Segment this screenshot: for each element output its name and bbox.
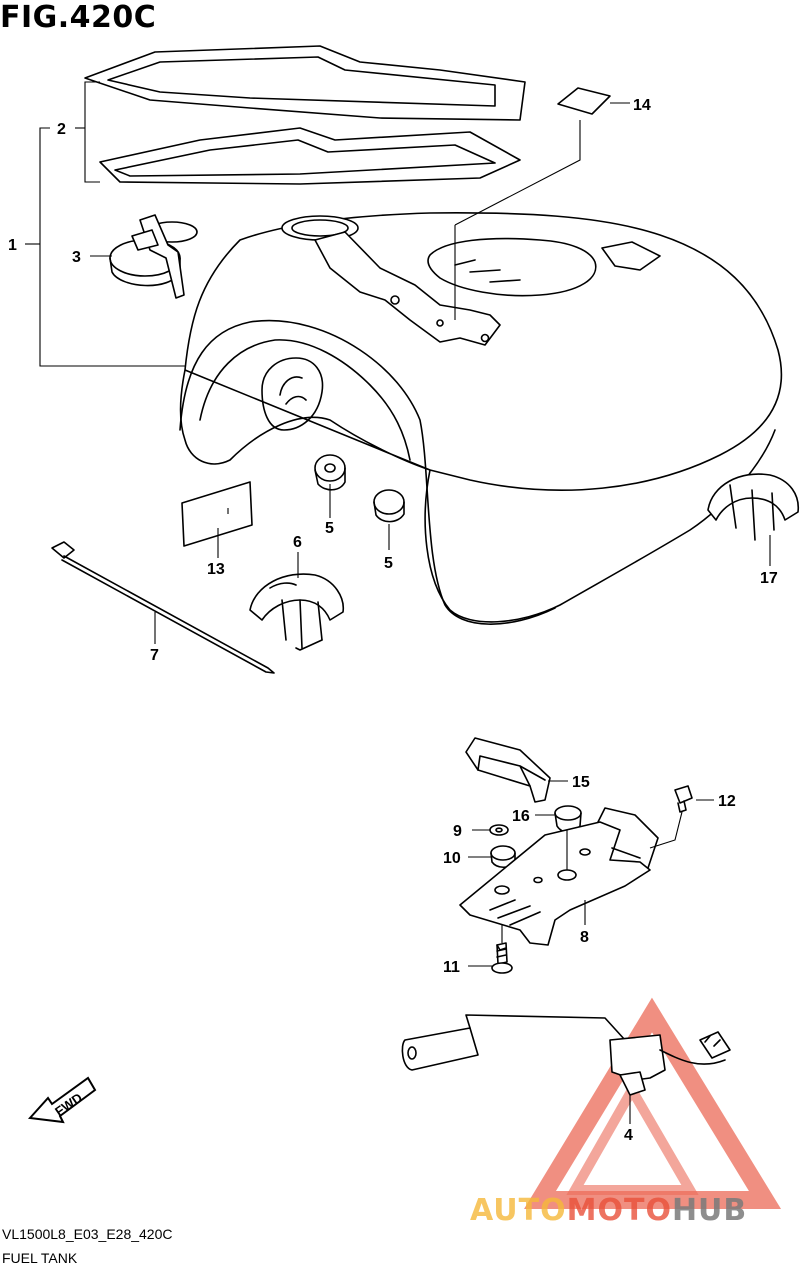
part-12-bolt bbox=[674, 785, 693, 813]
callout-2: 2 bbox=[57, 121, 66, 138]
part-7-cable-tie bbox=[51, 541, 275, 674]
callout-12: 12 bbox=[718, 793, 736, 810]
leader-lines bbox=[25, 81, 771, 1124]
callout-10: 10 bbox=[443, 850, 461, 867]
part-15-damper bbox=[465, 737, 551, 803]
callout-9: 9 bbox=[453, 823, 462, 840]
figure-title: FIG.420C bbox=[0, 0, 157, 35]
callout-16: 16 bbox=[512, 808, 530, 825]
callout-17: 17 bbox=[760, 570, 778, 587]
callout-6: 6 bbox=[293, 534, 302, 551]
watermark-triangle-inner bbox=[566, 1079, 699, 1195]
part-8-bracket bbox=[459, 807, 659, 946]
callout-5a: 5 bbox=[325, 520, 334, 537]
svg-text:AUTOMOTOHUB: AUTOMOTOHUB bbox=[470, 1193, 747, 1228]
part-1-fuel-tank bbox=[179, 212, 783, 625]
watermark-triangle-outer bbox=[524, 997, 782, 1209]
callout-13: 13 bbox=[207, 561, 225, 578]
watermark-logo bbox=[524, 997, 782, 1209]
part-3-fuel-cap bbox=[109, 214, 198, 299]
part-9-washer bbox=[489, 824, 509, 836]
callout-1: 1 bbox=[8, 237, 17, 254]
part-11-bolt bbox=[491, 925, 513, 974]
watermark-auto: AUTO bbox=[470, 1193, 567, 1228]
watermark-text: AUTOMOTOHUB bbox=[470, 1193, 747, 1228]
fwd-direction-arrow: FWD bbox=[27, 1076, 97, 1124]
part-13-caution-label bbox=[181, 481, 253, 547]
part-4-fuel-level-sensor bbox=[401, 1014, 731, 1096]
callout-11: 11 bbox=[443, 959, 460, 976]
part-6-cushion-front bbox=[249, 573, 344, 651]
callout-3: 3 bbox=[72, 249, 81, 266]
watermark-hub: HUB bbox=[672, 1193, 747, 1228]
model-code: VL1500L8_E03_E28_420C bbox=[2, 1226, 173, 1242]
section-name: FUEL TANK bbox=[2, 1250, 78, 1266]
callout-14: 14 bbox=[633, 97, 651, 114]
callout-15: 15 bbox=[572, 774, 590, 791]
callout-7: 7 bbox=[150, 647, 159, 664]
callout-5b: 5 bbox=[384, 555, 393, 572]
part-17-cushion-rear bbox=[707, 473, 799, 541]
callout-8: 8 bbox=[580, 929, 589, 946]
part-2-tank-emblems bbox=[84, 45, 526, 185]
watermark-moto: MOTO bbox=[567, 1193, 672, 1228]
callout-numbers: 1 2 3 14 5 5 13 6 17 7 15 16 12 9 10 8 1… bbox=[8, 97, 778, 1144]
part-5-grommet-b bbox=[373, 489, 405, 523]
part-5-grommet-a bbox=[314, 454, 346, 491]
part-14-label-sticker bbox=[557, 87, 611, 115]
callout-4: 4 bbox=[624, 1127, 633, 1144]
